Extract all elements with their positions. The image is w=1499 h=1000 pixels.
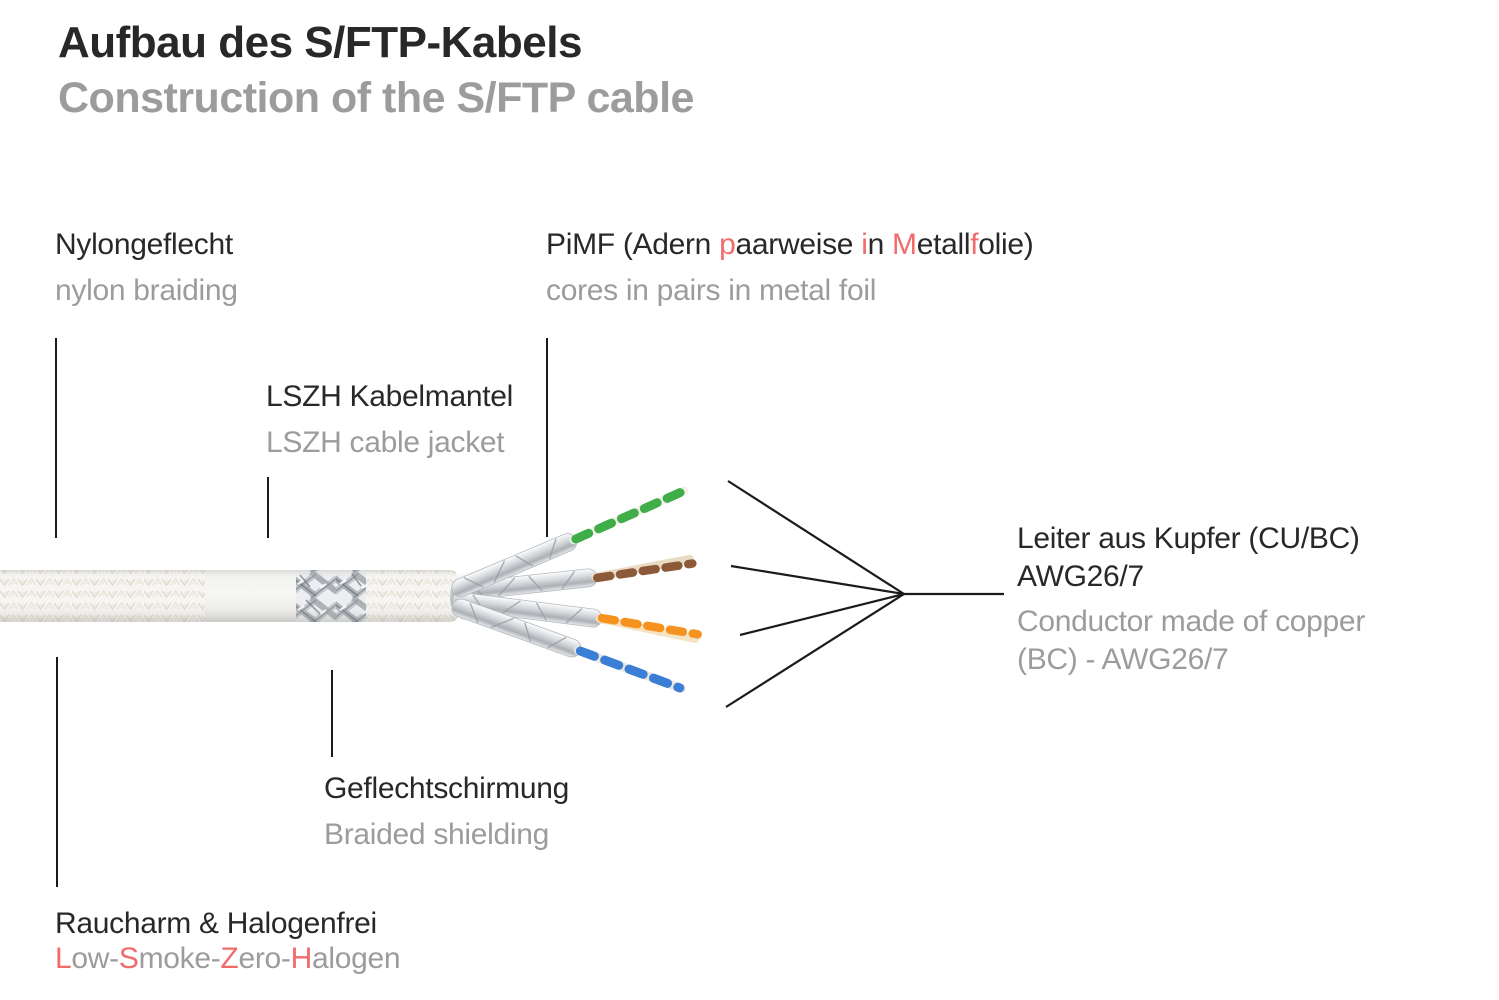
label-nylon-en: nylon braiding xyxy=(55,274,238,307)
label-halogen-de: Raucharm & Halogenfrei xyxy=(55,907,377,940)
wire-pair-orange xyxy=(451,591,702,644)
label-pimf-en: cores in pairs in metal foil xyxy=(546,274,877,307)
conductor-fan-lines xyxy=(725,480,1004,708)
page-title-de: Aufbau des S/FTP-Kabels xyxy=(58,18,582,67)
label-braided-shielding: Geflechtschirmung Braided shielding xyxy=(324,770,569,854)
label-copper-conductor: Leiter aus Kupfer (CU/BC) AWG26/7 Conduc… xyxy=(1017,520,1365,679)
label-conductor-de-line2: AWG26/7 xyxy=(1017,560,1144,593)
label-nylon-braiding: Nylongeflecht nylon braiding xyxy=(55,226,238,310)
label-halogen-en: Low-Smoke-Zero-Halogen xyxy=(55,942,401,975)
label-conductor-de-line1: Leiter aus Kupfer (CU/BC) xyxy=(1017,522,1360,555)
label-pimf: PiMF (Adern paarweise in Metallfolie) co… xyxy=(546,226,1034,310)
label-pimf-de: PiMF (Adern paarweise in Metallfolie) xyxy=(546,228,1034,261)
cable-illustration xyxy=(0,486,702,694)
label-lszh-jacket: LSZH Kabelmantel LSZH cable jacket xyxy=(266,378,513,462)
label-lszh-de: LSZH Kabelmantel xyxy=(266,380,513,413)
wire-pair-blue xyxy=(451,598,687,694)
label-conductor-en-line1: Conductor made of copper xyxy=(1017,605,1366,638)
label-conductor-en-line2: (BC) - AWG26/7 xyxy=(1017,643,1229,676)
leader-lines xyxy=(55,338,548,887)
page-title-en: Construction of the S/FTP cable xyxy=(58,74,694,122)
label-lszh-en: LSZH cable jacket xyxy=(266,426,505,459)
label-halogen-free: Raucharm & Halogenfrei Low-Smoke-Zero-Ha… xyxy=(55,906,401,976)
label-braid-de: Geflechtschirmung xyxy=(324,772,570,805)
wire-pair-green xyxy=(451,486,689,598)
label-braid-en: Braided shielding xyxy=(324,818,550,851)
label-nylon-de: Nylongeflecht xyxy=(55,228,233,261)
